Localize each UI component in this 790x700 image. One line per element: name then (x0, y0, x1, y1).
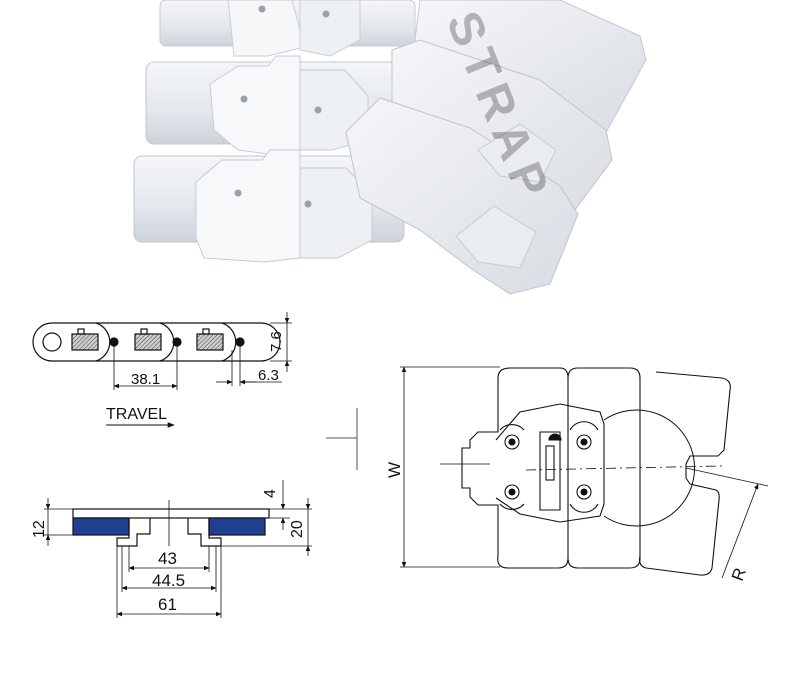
center-mark (326, 408, 358, 470)
cross-section-drawing (44, 480, 312, 618)
mid-width-label: 44.5 (152, 571, 185, 590)
width-label: W (385, 462, 404, 478)
travel-label: TRAVEL (106, 406, 167, 423)
left-insert (72, 517, 130, 536)
right-insert (208, 517, 266, 536)
inner-width-label: 43 (158, 549, 177, 568)
pin-2 (172, 337, 182, 347)
side-flex-chain-right: STRAP (345, 0, 647, 295)
top-offset-label: 4 (262, 489, 279, 498)
chain-photo: STRAP (133, 0, 647, 295)
straight-chain-left (133, 0, 416, 263)
gap-label: 6.3 (258, 367, 279, 384)
insert-3 (196, 333, 224, 351)
left-height-label: 12 (31, 520, 48, 538)
outer-width-label: 61 (158, 595, 177, 614)
plan-view-drawing (400, 366, 769, 579)
height-label: 7.6 (268, 331, 285, 352)
insert-1 (71, 333, 99, 351)
pitch-label: 38.1 (131, 371, 160, 388)
side-view-drawing (32, 312, 292, 428)
radius-label: R (728, 565, 750, 583)
total-height-label: 20 (289, 520, 306, 538)
insert-2 (134, 333, 162, 351)
pin-3 (235, 337, 245, 347)
pin-1 (109, 337, 119, 347)
